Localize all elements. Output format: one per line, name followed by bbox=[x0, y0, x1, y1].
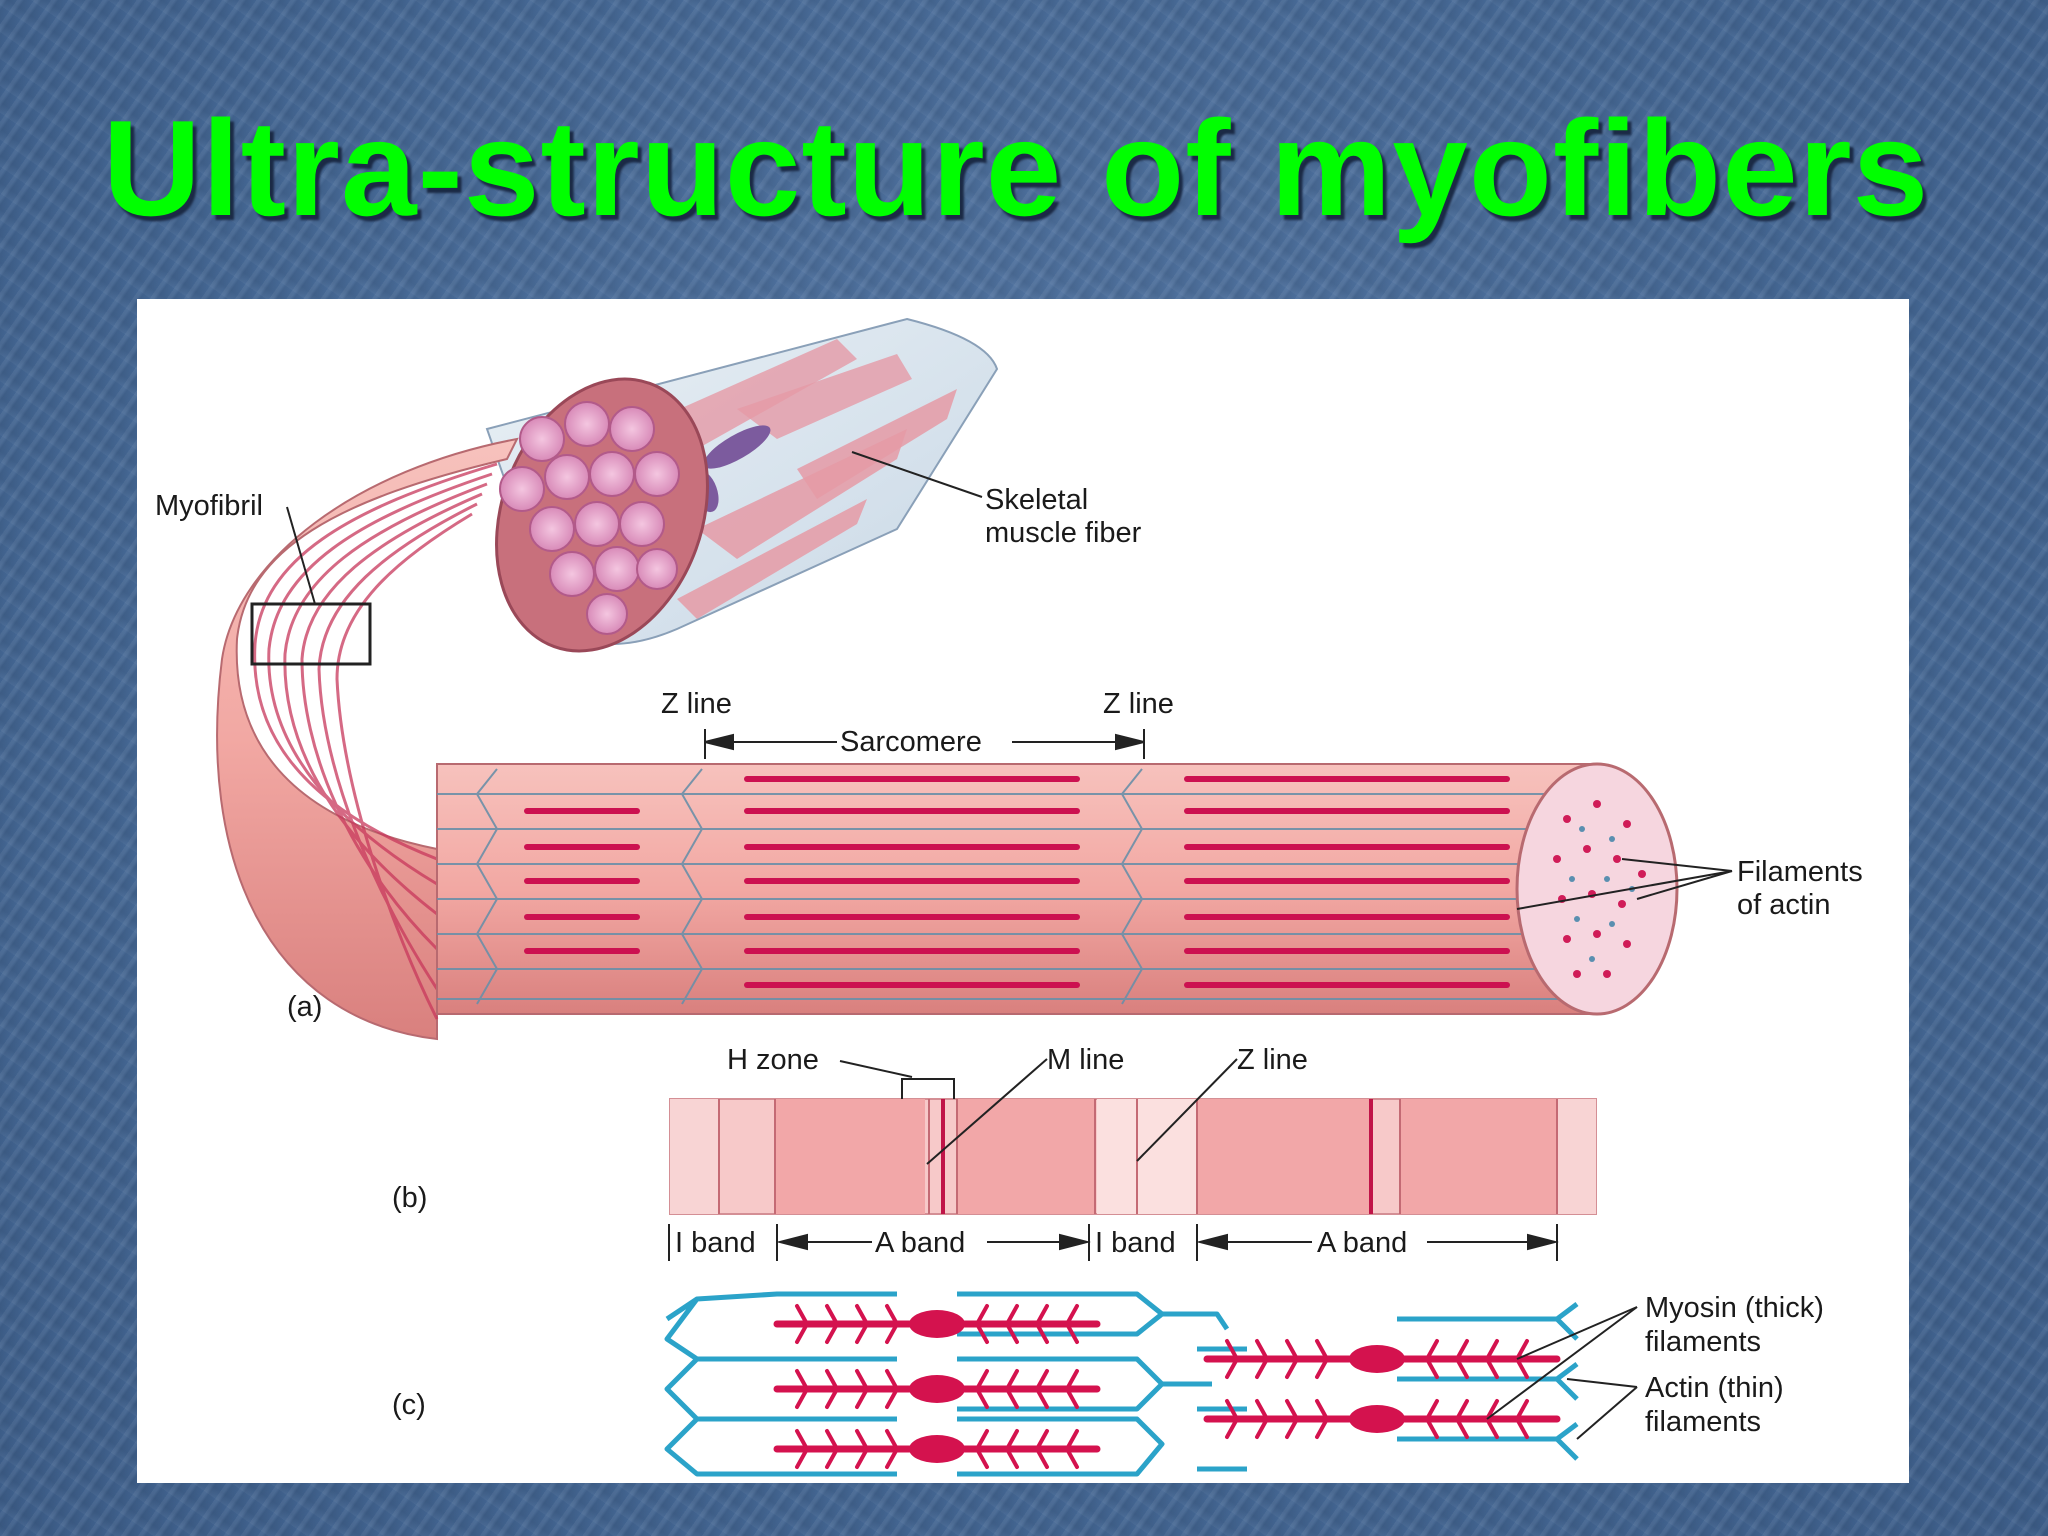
band-dimensions bbox=[668, 1224, 1559, 1261]
slide-title: Ultra-structure of myofibers bbox=[102, 92, 1930, 244]
i-band-label-2: I band bbox=[1095, 1227, 1176, 1259]
panel-c: (c) Myosin (thick) filaments Actin (thin… bbox=[392, 1291, 1824, 1477]
h-zone-bracket bbox=[839, 1060, 955, 1099]
filaments-leader-lines bbox=[1516, 858, 1733, 910]
panel-a-tag: (a) bbox=[287, 991, 322, 1023]
z-line-b-leader-line bbox=[1136, 1058, 1238, 1162]
myosin-leader-lines bbox=[1486, 1306, 1638, 1420]
sarcomere-dimension bbox=[704, 729, 1145, 759]
m-line-label: M line bbox=[1047, 1044, 1124, 1076]
z-line-right-label: Z line bbox=[1103, 688, 1174, 720]
actin-label-line2: filaments bbox=[1645, 1406, 1761, 1438]
myofibril-label: Myofibril bbox=[155, 490, 263, 522]
myofibril-selection-box bbox=[250, 602, 372, 666]
muscle-diagram-figure: Myofibril Skeletal muscle fiber Z line Z… bbox=[137, 299, 1909, 1483]
h-zone-label: H zone bbox=[727, 1044, 819, 1076]
myofibril-cross-section bbox=[1515, 762, 1679, 1016]
panel-c-tag: (c) bbox=[392, 1389, 426, 1421]
myosin-label-line2: filaments bbox=[1645, 1326, 1761, 1358]
i-band-label-1: I band bbox=[675, 1227, 756, 1259]
myosin-label-line1: Myosin (thick) bbox=[1645, 1292, 1824, 1324]
filaments-label-line2: of actin bbox=[1737, 889, 1831, 921]
skeletal-leader-line bbox=[851, 451, 983, 498]
a-band-label-1: A band bbox=[875, 1227, 965, 1259]
actin-label-line1: Actin (thin) bbox=[1645, 1372, 1784, 1404]
myofibril-leader-line bbox=[286, 506, 316, 605]
panel-a: Myofibril Skeletal muscle fiber Z line Z… bbox=[155, 317, 1863, 1041]
skeletal-label-line1: Skeletal bbox=[985, 484, 1088, 516]
z-line-left-label: Z line bbox=[661, 688, 732, 720]
myofibril-curve bbox=[216, 437, 519, 1041]
z-line-b-label: Z line bbox=[1237, 1044, 1308, 1076]
m-line-leader-line bbox=[926, 1058, 1048, 1165]
actin-leader-lines bbox=[1566, 1378, 1638, 1440]
actin-filaments bbox=[664, 1291, 1579, 1477]
panel-b-tag: (b) bbox=[392, 1182, 427, 1214]
skeletal-label-line2: muscle fiber bbox=[985, 517, 1142, 549]
sarcomere-band-strip bbox=[669, 1098, 1597, 1215]
muscle-diagram-svg: Myofibril Skeletal muscle fiber Z line Z… bbox=[155, 317, 1863, 1477]
myofibril-cylinder bbox=[436, 762, 1679, 1016]
a-band-label-2: A band bbox=[1317, 1227, 1407, 1259]
sarcomere-label: Sarcomere bbox=[840, 726, 982, 758]
filaments-label-line1: Filaments bbox=[1737, 856, 1863, 888]
panel-b: H zone M line Z line (b) bbox=[392, 1044, 1597, 1261]
myosin-filaments bbox=[773, 1304, 1561, 1469]
panel-a-labels: Myofibril Skeletal muscle fiber Z line Z… bbox=[155, 451, 1863, 1023]
skeletal-muscle-fiber bbox=[485, 317, 999, 653]
